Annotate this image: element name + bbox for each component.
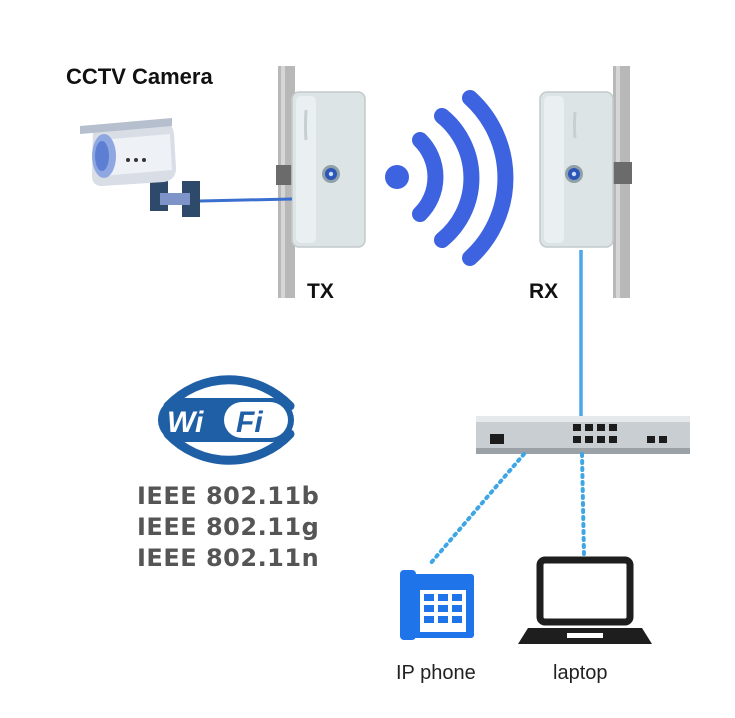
camera-label: CCTV Camera (66, 64, 213, 89)
wifi-logo-right: Fi (236, 406, 263, 439)
switch-laptop-link (580, 452, 586, 558)
laptop-label: laptop (553, 662, 608, 684)
wifi-logo-left: Wi (167, 406, 204, 439)
network-switch-icon (476, 416, 690, 454)
tx-label: TX (307, 280, 334, 303)
laptop-icon (518, 556, 652, 644)
rx-antenna (539, 91, 614, 248)
rx-pole (611, 66, 632, 298)
tx-pole (276, 66, 297, 298)
ip-phone-label: IP phone (396, 662, 476, 684)
tx-antenna (291, 91, 366, 248)
standard-item: IEEE 802.11n (137, 544, 320, 572)
camera-tx-cable (199, 197, 293, 203)
ip-phone-icon (400, 570, 474, 640)
rx-label: RX (529, 280, 559, 303)
standard-item: IEEE 802.11g (137, 513, 320, 541)
wifi-logo: Wi Fi (158, 375, 295, 465)
switch-phone-link (428, 452, 526, 566)
standard-item: IEEE 802.11b (137, 482, 320, 510)
wireless-signal-icon (385, 90, 514, 266)
cctv-camera-icon (80, 118, 200, 217)
